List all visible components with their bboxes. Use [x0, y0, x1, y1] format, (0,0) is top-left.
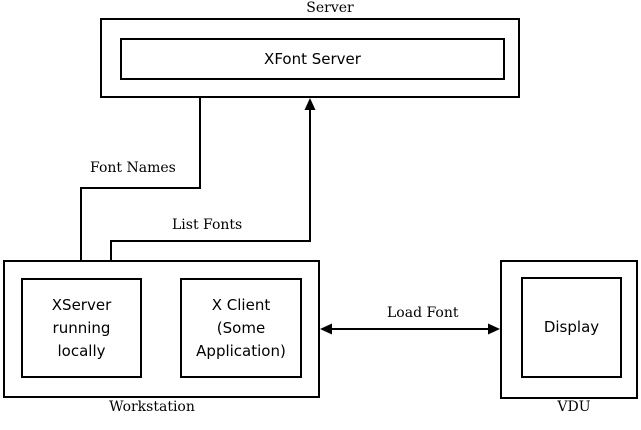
xclient-box: [180, 278, 302, 378]
font-names-label: Font Names: [90, 160, 176, 176]
load-font-arrow: [320, 323, 500, 335]
load-font-label: Load Font: [387, 305, 459, 321]
xserver-box: [21, 278, 142, 378]
list-fonts-arrow: [110, 98, 316, 278]
vdu-label: VDU: [557, 399, 591, 415]
xfont-server-text: XFont Server: [264, 49, 361, 68]
list-fonts-label: List Fonts: [172, 217, 243, 233]
display-text: Display: [543, 318, 600, 336]
xfont-server-box: [120, 38, 505, 80]
font-names-arrow: [75, 98, 201, 278]
xclient-text: X Client (Some Application): [196, 295, 286, 360]
server-label: Server: [306, 0, 354, 16]
xserver-text: XServer running locally: [51, 295, 112, 360]
display-box: [521, 277, 622, 378]
workstation-label: Workstation: [109, 399, 195, 415]
